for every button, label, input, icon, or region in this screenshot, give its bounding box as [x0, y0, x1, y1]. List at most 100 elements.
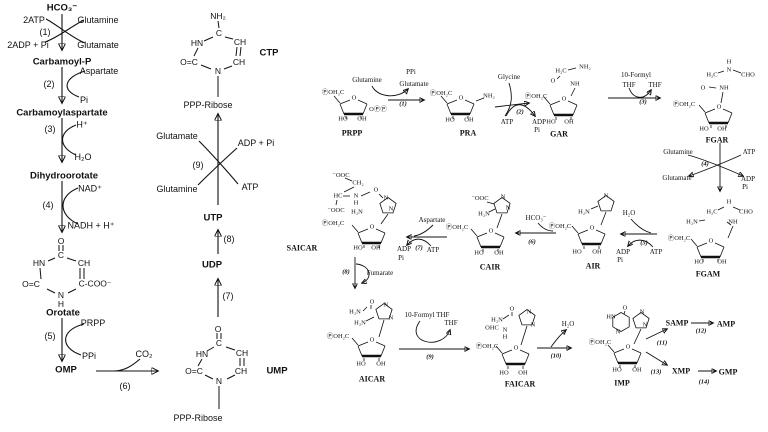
metabolite-faicar: FAICAR: [504, 379, 536, 389]
ump-atom-c4: C: [215, 338, 223, 348]
air-ring-o: O: [589, 224, 595, 232]
purine-step-12: (12): [695, 327, 707, 335]
step-number-2: (2): [43, 79, 55, 89]
imp-phospho-ch2: ⓅOH₂C: [588, 339, 612, 346]
cofactor-atp-step9: ATP: [241, 182, 259, 192]
pra-oh: OH: [464, 116, 474, 124]
step-number-5: (5): [44, 331, 56, 341]
aicar-phospho-ch2: ⓅOH₂C: [326, 333, 350, 340]
faicar-ring-n2: N: [530, 321, 536, 329]
saicar-phospho-ch2: ⓅOH₂C: [321, 220, 345, 227]
faicar-o: O: [509, 305, 515, 313]
step-number-6: (6): [119, 381, 131, 391]
cofactor-10-formyl-thf-r9: 10-Formyl THF: [404, 311, 450, 319]
cofactor-glycine-r2: Glycine: [497, 73, 521, 81]
fgam-oh: OH: [717, 258, 727, 266]
pra-ho: HO: [445, 116, 455, 124]
saicar-n: N: [353, 192, 359, 200]
metabolite-air: AIR: [585, 261, 601, 271]
ump-atom-o: O: [214, 324, 222, 334]
gar-h2c: H₂C: [555, 67, 567, 75]
pra-phospho-ch2: ⓅOH₂C: [429, 90, 453, 97]
prpp-ring-o: O: [351, 94, 357, 102]
faicar-n: N: [502, 326, 508, 334]
saicar-ring-n2: N: [388, 205, 394, 213]
imp-oh: OH: [632, 366, 642, 374]
ump-atom-o-c2: O=C: [185, 366, 203, 376]
cofactor-h2o-step3: H₂O: [74, 152, 92, 162]
orotate-atom-n1: N: [57, 290, 65, 300]
metabolite-amp: AMP: [716, 319, 736, 329]
purine-step-9: (9): [426, 353, 434, 361]
cair-h2n: H₂N: [478, 210, 490, 218]
purine-step-14: (14): [698, 378, 710, 386]
purine-step-2: (2): [516, 108, 524, 116]
cofactor-atp-r2: ATP: [500, 118, 514, 126]
prpp-phospho-ch2: ⓅOH₂C: [321, 89, 345, 96]
fgam-nh: NH: [728, 218, 738, 226]
cofactor-adp-r5: ADP: [615, 248, 631, 256]
ctp-atom-nh2: NH₂: [210, 11, 226, 21]
ump-ring-structure: [197, 333, 245, 409]
faicar-ring-n1: N: [526, 308, 532, 316]
aicar-ring-n2: N: [388, 314, 394, 322]
cofactor-10-formyl-r3: 10-Formyl: [621, 71, 651, 79]
fgam-ring-o: O: [708, 237, 714, 245]
cofactor-ppi-r1: PPi: [406, 68, 416, 76]
cofactor-adp-r7: ADP: [396, 245, 412, 253]
saicar-ch2: CH₂: [352, 179, 364, 187]
ctp-ribose-label: PPP-Ribose: [183, 100, 233, 110]
step-number-9: (9): [192, 160, 204, 170]
metabolite-carbamoylaspartate: Carbamoylaspartate: [16, 107, 108, 119]
fgam-h2c: H₂C: [706, 208, 718, 216]
metabolite-fgar: FGAR: [705, 135, 729, 145]
purine-step-13: (13): [650, 368, 662, 376]
air-oh: OH: [592, 248, 602, 256]
aicar-ho: HO: [356, 360, 366, 368]
orotate-atom-o: O: [57, 236, 65, 246]
gar-o: O: [550, 77, 556, 85]
metabolite-hco3: HCO₃⁻: [46, 2, 78, 14]
gar-oh: OH: [564, 118, 574, 126]
cofactor-thf-in-r3: THF: [622, 81, 636, 89]
cofactor-co2-step6: CO₂: [135, 349, 153, 359]
step-number-3: (3): [44, 124, 56, 134]
ump-ribose-label: PPP-Ribose: [173, 413, 223, 423]
fgar-ring-o: O: [716, 103, 722, 111]
orotate-ring-structure: [39, 245, 85, 294]
saicar-h2n: H₂N: [351, 208, 363, 216]
cofactor-h-plus-step3: H⁺: [76, 119, 88, 130]
cofactor-ppi-step5: PPi: [81, 351, 97, 361]
metabolite-utp: UTP: [203, 212, 223, 224]
cofactor-pi-r7: Pi: [398, 254, 404, 262]
metabolite-orotate: Orotate: [46, 307, 80, 319]
faicar-ohc: OHC: [485, 324, 499, 332]
purine-step-1: (1): [399, 100, 407, 108]
imp-ho: HO: [612, 366, 622, 374]
metabolite-udp: UDP: [201, 259, 223, 271]
aicar-ring-o: O: [369, 336, 375, 344]
aicar-h2n-amine: H₂N: [354, 319, 366, 327]
aicar-oh: OH: [376, 360, 386, 368]
faicar-ho: HO: [499, 369, 509, 377]
air-ho: HO: [572, 248, 582, 256]
ctp-atom-c4: C: [215, 28, 223, 38]
ump-atom-c5h: CH: [235, 348, 249, 358]
cofactor-adp-pi-step9: ADP + Pi: [237, 138, 275, 148]
purine-step-10: (10): [550, 352, 562, 360]
saicar-ring-o: O: [369, 223, 375, 231]
cofactor-glutamine-r4: Glutamine: [663, 148, 693, 156]
cofactor-glutamate-step9: Glutamate: [156, 131, 198, 141]
imp-ring-n1: N: [639, 308, 645, 316]
ctp-atom-hn: HN: [190, 38, 204, 48]
metabolite-omp: OMP: [55, 364, 77, 376]
cair-ring-o: O: [488, 227, 494, 235]
metabolite-imp: IMP: [614, 378, 630, 388]
gar-phospho-ch2: ⓅOH₂C: [524, 93, 548, 100]
air-phospho-ch2: ⓅOH₂C: [548, 223, 572, 230]
fgar-o: O: [700, 84, 706, 92]
gar-ho: HO: [546, 118, 556, 126]
cofactor-nadh-step4: NADH + H⁺: [67, 220, 115, 231]
ctp-atom-n1: N: [214, 66, 222, 76]
orotate-atom-c-coo: C-COO⁻: [78, 278, 112, 289]
